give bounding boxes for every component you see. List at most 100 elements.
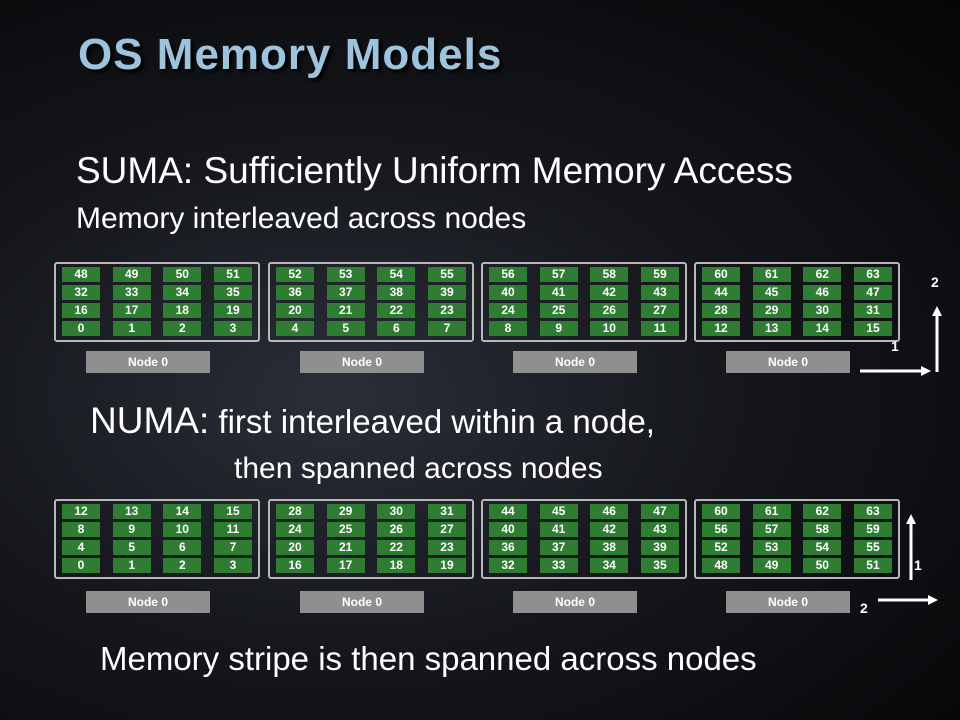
memory-cell: 22 <box>377 303 416 318</box>
memory-cell: 29 <box>752 303 791 318</box>
memory-cell: 6 <box>377 321 416 336</box>
memory-cell: 14 <box>803 321 842 336</box>
memory-cell: 50 <box>163 267 202 282</box>
suma-subheading: Memory interleaved across nodes <box>76 202 527 235</box>
memory-cell: 26 <box>590 303 629 318</box>
memory-cell: 10 <box>163 522 202 537</box>
memory-cell: 43 <box>640 522 679 537</box>
memory-cell: 34 <box>163 285 202 300</box>
memory-cell: 23 <box>427 303 466 318</box>
memory-cell: 13 <box>752 321 791 336</box>
memory-cell: 46 <box>590 504 629 519</box>
memory-cell: 15 <box>853 321 892 336</box>
memory-cell: 12 <box>62 504 100 519</box>
memory-cell: 8 <box>489 321 527 336</box>
memory-cell: 1 <box>112 321 151 336</box>
memory-cell: 8 <box>62 522 100 537</box>
memory-cell: 22 <box>377 540 416 555</box>
memory-cell: 24 <box>276 522 314 537</box>
memory-cell: 57 <box>539 267 578 282</box>
memory-cell: 19 <box>427 558 466 573</box>
memory-cell: 25 <box>539 303 578 318</box>
memory-cell: 30 <box>377 504 416 519</box>
memory-cell: 57 <box>752 522 791 537</box>
memory-cell: 51 <box>213 267 252 282</box>
memory-cell: 54 <box>803 540 842 555</box>
suma-axis-label-right: 1 <box>891 338 899 354</box>
memory-cell: 10 <box>590 321 629 336</box>
memory-cell: 35 <box>213 285 252 300</box>
memory-cell: 40 <box>489 285 527 300</box>
memory-cell: 41 <box>539 522 578 537</box>
numa-heading: NUMA: first interleaved within a node, <box>90 400 655 442</box>
suma-heading: SUMA: Sufficiently Uniform Memory Access <box>76 150 793 191</box>
memory-cell: 44 <box>702 285 740 300</box>
slide-title: OS Memory Models <box>78 30 503 79</box>
memory-cell: 3 <box>213 558 252 573</box>
memory-cell: 42 <box>590 285 629 300</box>
memory-cell: 25 <box>326 522 365 537</box>
memory-cell: 21 <box>326 540 365 555</box>
memory-cell: 53 <box>752 540 791 555</box>
memory-cell: 18 <box>163 303 202 318</box>
memory-cell: 2 <box>163 321 202 336</box>
memory-cell: 27 <box>640 303 679 318</box>
numa-node-1-label: Node 0 <box>300 591 424 613</box>
memory-cell: 7 <box>427 321 466 336</box>
memory-cell: 43 <box>640 285 679 300</box>
memory-row: 24 25 26 27 <box>276 522 466 537</box>
memory-cell: 50 <box>803 558 842 573</box>
memory-cell: 59 <box>853 522 892 537</box>
suma-node-3-label: Node 0 <box>726 351 850 373</box>
memory-cell: 46 <box>803 285 842 300</box>
memory-cell: 60 <box>702 267 740 282</box>
memory-cell: 5 <box>326 321 365 336</box>
memory-cell: 62 <box>803 267 842 282</box>
numa-axis-label-right: 2 <box>860 600 868 616</box>
memory-cell: 17 <box>326 558 365 573</box>
memory-cell: 49 <box>112 267 151 282</box>
memory-cell: 33 <box>539 558 578 573</box>
memory-cell: 39 <box>427 285 466 300</box>
memory-cell: 27 <box>427 522 466 537</box>
memory-cell: 58 <box>803 522 842 537</box>
memory-cell: 58 <box>590 267 629 282</box>
memory-cell: 54 <box>377 267 416 282</box>
suma-node-1-label: Node 0 <box>300 351 424 373</box>
memory-cell: 16 <box>276 558 314 573</box>
memory-cell: 26 <box>377 522 416 537</box>
memory-cell: 44 <box>489 504 527 519</box>
memory-cell: 37 <box>539 540 578 555</box>
memory-cell: 52 <box>276 267 314 282</box>
memory-cell: 30 <box>803 303 842 318</box>
memory-cell: 7 <box>213 540 252 555</box>
memory-cell: 20 <box>276 303 314 318</box>
memory-cell: 5 <box>112 540 151 555</box>
memory-cell: 23 <box>427 540 466 555</box>
numa-heading-line2: then spanned across nodes <box>234 452 603 485</box>
memory-cell: 63 <box>853 267 892 282</box>
numa-axis-label-up: 1 <box>914 557 922 573</box>
